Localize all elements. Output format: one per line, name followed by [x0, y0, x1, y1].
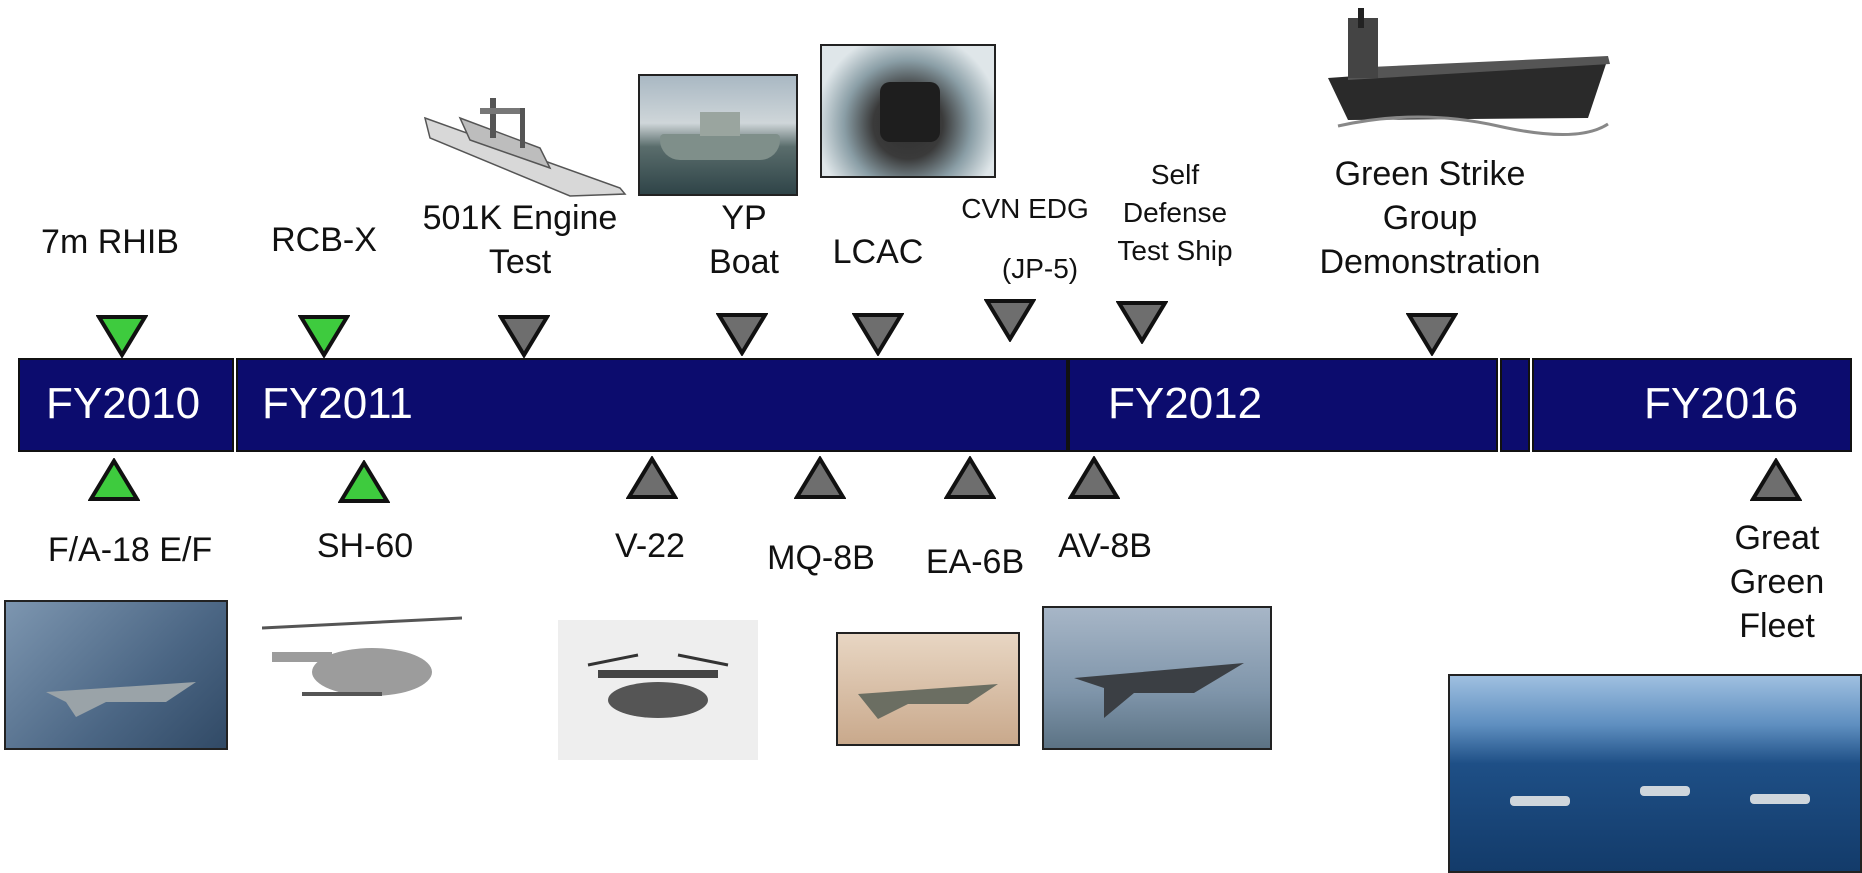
event-label-yp-boat: YP Boat	[709, 199, 779, 281]
ea6b-photo	[836, 632, 1020, 746]
milestone-planned-marker	[1750, 458, 1802, 501]
event-label-sh60: SH-60	[316, 527, 414, 565]
event-label-ea6b: EA-6B	[925, 543, 1025, 581]
event-label-self-defense-test-ship: Self Defense Test Ship	[1117, 159, 1233, 266]
event-label-mq8b: MQ-8B	[767, 539, 875, 577]
milestone-planned-marker	[626, 456, 678, 499]
timeline-bar-fy2011	[236, 358, 1068, 452]
event-label-v22: V-22	[615, 527, 685, 565]
timeline-bar-fy2016	[1532, 358, 1852, 452]
event-label-green-strike-group: Green Strike Group Demonstration	[1319, 155, 1541, 281]
event-label-rcb-x: RCB-X	[271, 221, 377, 259]
event-label-lcac: LCAC	[832, 233, 924, 271]
segment-label-fy2016: FY2016	[1644, 379, 1799, 428]
av8b-harrier-photo	[1042, 606, 1272, 750]
fa18-photo	[4, 600, 228, 750]
segment-label-fy2011: FY2011	[262, 379, 413, 428]
event-label-jp5: (JP-5)	[1001, 253, 1079, 284]
yp-boat-photo	[638, 74, 798, 196]
v22-osprey-photo	[558, 620, 758, 760]
milestone-planned-marker	[1068, 456, 1120, 499]
milestone-planned-marker	[1406, 313, 1458, 356]
milestone-planned-marker	[984, 299, 1036, 342]
milestone-planned-marker	[1116, 301, 1168, 344]
milestone-planned-marker	[498, 315, 550, 358]
segment-label-fy2012: FY2012	[1108, 379, 1263, 428]
timeline-bar-gap	[1500, 358, 1530, 452]
event-label-501k-engine-test: 501K Engine Test	[422, 199, 618, 281]
event-label-great-green-fleet: Great Green Fleet	[1729, 519, 1825, 645]
milestone-planned-marker	[944, 456, 996, 499]
timeline-bar-fy2010	[18, 358, 234, 452]
event-label-7m-rhib: 7m RHIB	[41, 223, 179, 261]
lcac-photo	[820, 44, 996, 178]
event-label-fa18: F/A-18 E/F	[47, 531, 213, 569]
milestone-complete-marker	[88, 458, 140, 501]
segment-label-fy2010: FY2010	[46, 379, 201, 428]
timeline-bar-fy2012	[1068, 358, 1498, 452]
milestone-complete-marker	[96, 315, 148, 358]
event-label-av8b: AV-8B	[1058, 527, 1152, 565]
milestone-complete-marker	[298, 315, 350, 358]
great-green-fleet-photo	[1448, 674, 1862, 873]
milestone-planned-marker	[794, 456, 846, 499]
event-label-cvn-edg: CVN EDG	[961, 193, 1089, 224]
sh60-helicopter-photo	[262, 616, 462, 696]
aircraft-carrier-illustration	[1328, 8, 1610, 137]
milestone-planned-marker	[716, 313, 768, 356]
milestone-complete-marker	[338, 460, 390, 503]
cruiser-ship-illustration	[423, 98, 627, 197]
milestone-planned-marker	[852, 313, 904, 356]
